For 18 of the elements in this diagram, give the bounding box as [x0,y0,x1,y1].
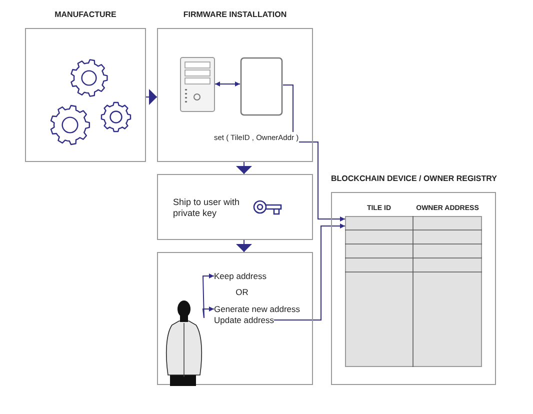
chevron-arrow [146,89,158,105]
chevron-arrow [236,240,252,252]
arrow [282,84,346,222]
panel-box [157,252,313,385]
process-box [157,174,313,240]
arrow [202,274,214,318]
chevron-arrow [236,162,252,174]
box-text: Ship to user with private key [173,197,241,219]
panel-heading: MANUFACTURE [54,10,118,19]
option-text: Keep address [214,271,266,282]
option-text: Generate new address [214,304,300,315]
option-text: Update address [214,315,274,326]
arrow [214,82,240,86]
arrow [274,224,346,320]
panel-heading: FIRMWARE INSTALLATION [182,10,288,19]
or-label: OR [234,287,250,298]
arrow [202,306,214,318]
panel-heading: BLOCKCHAIN DEVICE / OWNER REGISTRY [331,174,496,183]
